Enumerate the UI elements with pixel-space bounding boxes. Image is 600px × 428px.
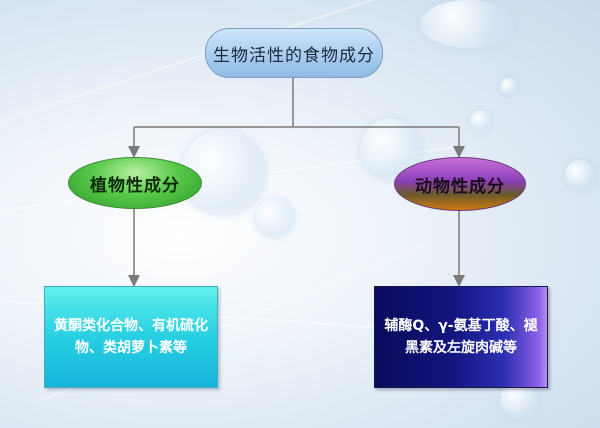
plant-detail-box: 黄酮类化合物、有机硫化物、类胡萝卜素等 (44, 286, 218, 388)
decorative-bubble (420, 0, 516, 48)
plant-category-label: 植物性成分 (90, 175, 180, 196)
plant-detail-text: 黄酮类化合物、有机硫化物、类胡萝卜素等 (54, 318, 208, 356)
plant-category-node: 植物性成分 (68, 157, 202, 209)
animal-category-label: 动物性成分 (415, 176, 505, 197)
decorative-bubble (500, 78, 518, 96)
decorative-bubble (470, 110, 492, 132)
animal-detail-text: 辅酶Q、γ-氨基丁酸、褪黑素及左旋肉碱等 (384, 318, 538, 356)
animal-detail-box: 辅酶Q、γ-氨基丁酸、褪黑素及左旋肉碱等 (374, 286, 548, 388)
decorative-bubble (255, 198, 295, 238)
root-node: 生物活性的食物成分 (205, 28, 383, 78)
decorative-bubble (565, 160, 595, 190)
root-label: 生物活性的食物成分 (213, 45, 375, 66)
animal-category-node: 动物性成分 (394, 157, 526, 211)
